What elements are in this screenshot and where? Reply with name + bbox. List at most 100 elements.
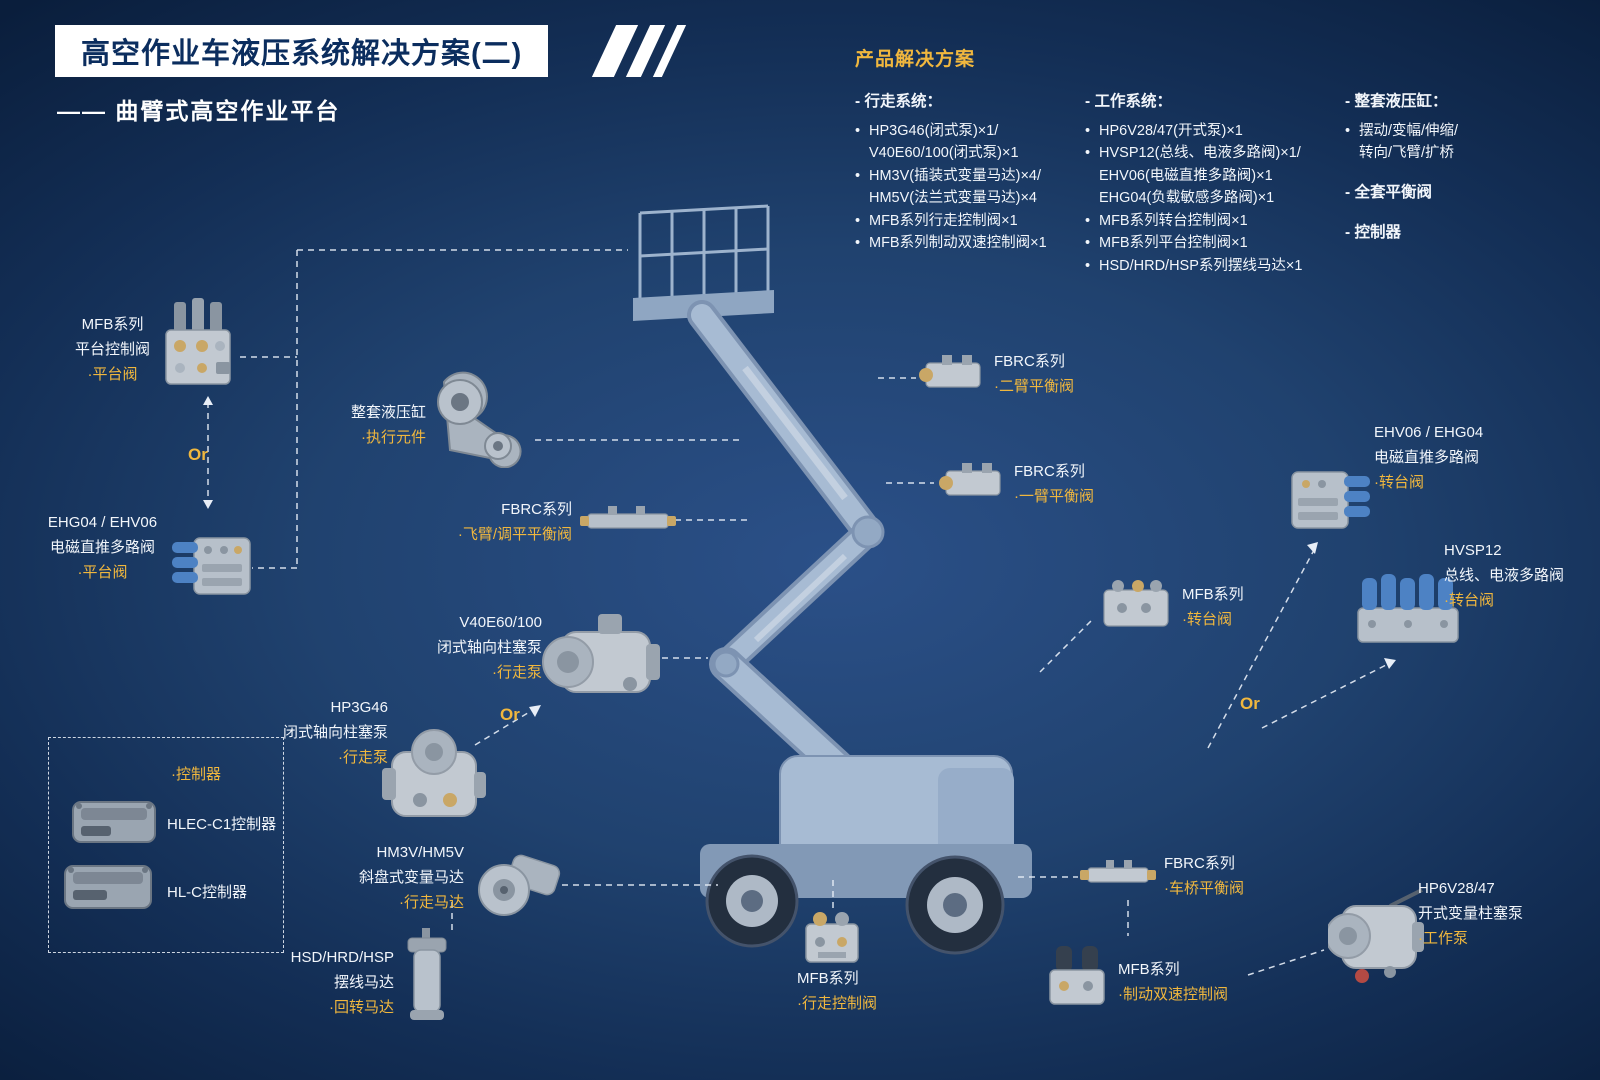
solutions-title: 产品解决方案 <box>855 49 976 70</box>
controllers-label: ·控制器 <box>171 766 221 783</box>
solution-item: • MFB系列平台控制阀×1 <box>1085 232 1343 254</box>
solution-item: •MFB系列制动双速控制阀×1 <box>855 232 1083 254</box>
or-label: Or <box>188 445 208 464</box>
bullet: • <box>1085 235 1091 252</box>
item-text: MFB系列转台控制阀×1 <box>1099 212 1248 229</box>
label-line: 整套液压缸 <box>350 404 426 421</box>
label-highlight: ·车桥平衡阀 <box>1164 880 1244 897</box>
bullet: • <box>1085 212 1091 229</box>
label-hsd-motor: HSD/HRD/HSP 摆线马达 ·回转马达 <box>282 945 394 1020</box>
hvsp12-valve-image <box>1352 566 1464 657</box>
balance-valves-heading: - 全套平衡阀 <box>1345 183 1432 201</box>
cylinder-casting-image <box>424 368 524 473</box>
label-highlight: ·执行元件 <box>361 429 426 446</box>
label-line: 平台控制阀 <box>74 341 150 358</box>
label-line: V40E60/100 <box>459 614 542 631</box>
mfb-platform-valve-image <box>158 296 238 396</box>
travel-system-list: - 行走系统： • HP3G46(闭式泵)×1/ V40E60/100(闭式泵)×… <box>855 90 1083 255</box>
fbrc-fly-balance-valve-image <box>578 494 678 549</box>
hp6v-pump-image <box>1325 884 1428 997</box>
label-line: FBRC系列 <box>501 501 572 518</box>
bullet: • <box>855 235 861 252</box>
solution-item: • HM3V(插装式变量马达)×4/ <box>855 165 1083 187</box>
or-label: Or <box>500 705 520 724</box>
label-line: 开式变量柱塞泵 <box>1418 905 1524 922</box>
cylinders-list: - 整套液压缸： •摆动/变幅/伸缩/ 转向/飞臂/扩桥 - 全套平衡阀 - 控… <box>1345 90 1560 251</box>
bullet <box>855 187 869 209</box>
label-highlight: ·平台阀 <box>87 366 138 383</box>
label-highlight: ·制动双速控制阀 <box>1118 986 1228 1003</box>
label-line: FBRC系列 <box>1164 855 1235 872</box>
bullet: • <box>1085 145 1091 162</box>
label-line: 闭式轴向柱塞泵 <box>282 724 388 741</box>
fbrc-arm2-valve-image <box>918 349 988 402</box>
label-line: EHV06 / EHG04 <box>1374 424 1484 441</box>
hm3v-motor-image <box>472 848 564 925</box>
v40e-pump-image <box>540 606 665 716</box>
label-mfb-platform-valve: MFB系列 平台控制阀 ·平台阀 <box>50 312 175 387</box>
solution-item: • HP3G46(闭式泵)×1/ <box>855 120 1083 142</box>
item-text: 转向/飞臂/扩桥 <box>1359 145 1455 162</box>
solution-item: 转向/飞臂/扩桥 <box>1345 142 1560 164</box>
label-mfb-turret-valve: MFB系列 ·转台阀 <box>1182 582 1292 632</box>
fbrc-axle-valve-image <box>1080 854 1156 901</box>
label-line: 斜盘式变量马达 <box>358 869 464 886</box>
mfb-travel-valve-image <box>800 908 864 971</box>
label-highlight: ·行走控制阀 <box>797 995 877 1012</box>
mfb-brake-valve-image <box>1042 938 1112 1015</box>
solution-item: V40E60/100(闭式泵)×1 <box>855 142 1083 164</box>
label-highlight: ·转台阀 <box>1182 611 1232 628</box>
solution-item: •摆动/变幅/伸缩/ <box>1345 120 1560 142</box>
item-text: EHG04(负载敏感多路阀)×1 <box>1099 190 1275 207</box>
label-line: 电磁直推多路阀 <box>1374 449 1480 466</box>
page-title: 高空作业车液压系统解决方案(二) <box>81 38 523 70</box>
label-line: FBRC系列 <box>994 353 1065 370</box>
bullet <box>1085 165 1099 187</box>
bullet: • <box>855 123 861 140</box>
fbrc-arm1-valve-image <box>938 457 1008 510</box>
solution-item: • MFB系列转台控制阀×1 <box>1085 210 1343 232</box>
label-line: 总线、电液多路阀 <box>1444 567 1565 584</box>
hlec-c1-label: HLEC-C1控制器 <box>167 816 277 833</box>
work-system-list: - 工作系统： •HP6V28/47(开式泵)×1 •HVSP12(总线、电液多… <box>1085 90 1343 277</box>
item-text: EHV06(电磁直推多路阀)×1 <box>1099 167 1273 184</box>
item-text: HSD/HRD/HSP系列摆线马达×1 <box>1099 257 1303 274</box>
label-highlight: ·二臂平衡阀 <box>994 378 1074 395</box>
label-fbrc-arm1-valve: FBRC系列 ·一臂平衡阀 <box>1014 459 1144 509</box>
hl-c-controller-image <box>59 856 157 921</box>
label-hp6v-pump: HP6V28/47 开式变量柱塞泵 ·工作泵 <box>1418 876 1578 951</box>
item-text: MFB系列平台控制阀×1 <box>1099 235 1248 252</box>
label-highlight: ·飞臂/调平平衡阀 <box>457 526 572 543</box>
label-line: FBRC系列 <box>1014 463 1085 480</box>
label-highlight: ·平台阀 <box>77 564 128 581</box>
solution-item: •HP6V28/47(开式泵)×1 <box>1085 120 1343 142</box>
label-hvsp12-valve: HVSP12 总线、电液多路阀 ·转台阀 <box>1444 538 1600 613</box>
item-text: HP3G46(闭式泵)×1/ <box>869 123 999 140</box>
label-cylinder-set: 整套液压缸 ·执行元件 <box>322 400 426 450</box>
label-line: 摆线马达 <box>333 974 394 991</box>
label-line: HSD/HRD/HSP <box>290 949 394 966</box>
solution-item: EHV06(电磁直推多路阀)×1 <box>1085 165 1343 187</box>
item-text: HM3V(插装式变量马达)×4/ <box>869 167 1042 184</box>
solution-item: •HVSP12(总线、电液多路阀)×1/ <box>1085 142 1343 164</box>
list-heading: - 行走系统： <box>855 93 942 110</box>
connector-arrowheads <box>203 396 1396 717</box>
solution-item: •MFB系列行走控制阀×1 <box>855 210 1083 232</box>
item-text: HP6V28/47(开式泵)×1 <box>1099 123 1243 140</box>
bullet: • <box>1085 257 1091 274</box>
hp3g46-pump-image <box>378 722 490 839</box>
label-highlight: ·回转马达 <box>329 999 394 1016</box>
bullet <box>1345 142 1359 164</box>
label-line: MFB系列 <box>81 316 144 333</box>
solution-item: • HSD/HRD/HSP系列摆线马达×1 <box>1085 255 1343 277</box>
hsd-gerotor-motor-image <box>398 926 456 1029</box>
item-text: HM5V(法兰式变量马达)×4 <box>869 190 1037 207</box>
label-hp3g46-pump: HP3G46 闭式轴向柱塞泵 ·行走泵 <box>278 695 388 770</box>
bullet: • <box>855 167 861 184</box>
hlec-c1-controller-image <box>67 794 161 854</box>
label-line: HVSP12 <box>1444 542 1502 559</box>
item-text: 摆动/变幅/伸缩/ <box>1359 123 1459 140</box>
connector-lines <box>207 249 1391 976</box>
label-highlight: ·转台阀 <box>1374 474 1424 491</box>
